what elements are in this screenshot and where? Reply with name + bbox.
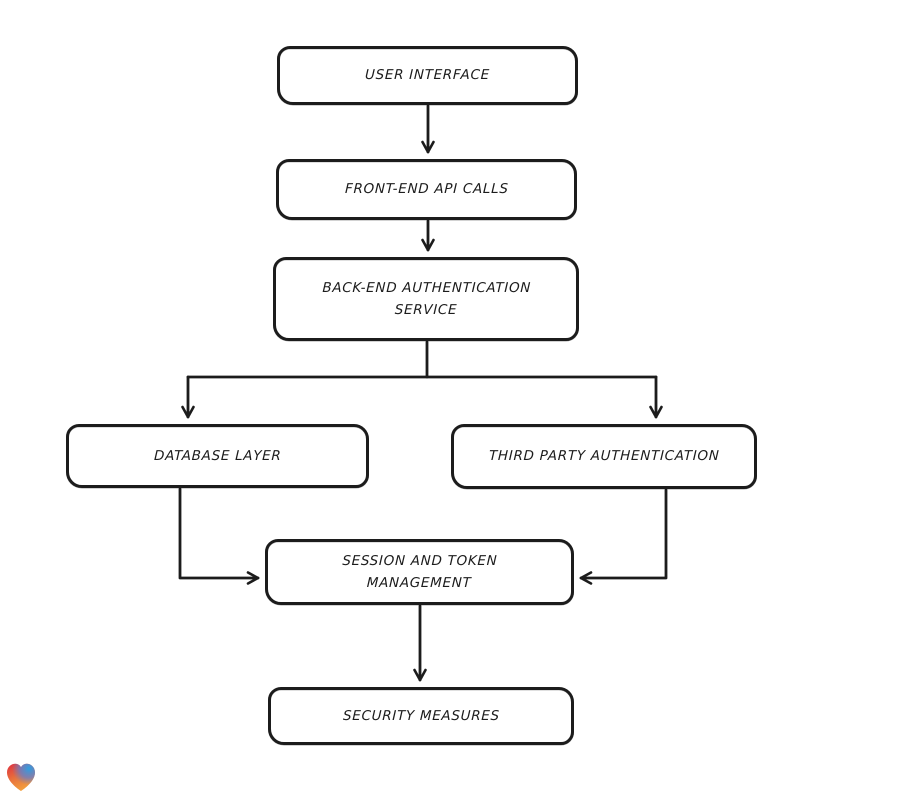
edge-database-to-session [178,487,260,585]
node-label: SECURITY MEASURES [342,707,500,724]
node-label: THIRD PARTY AUTHENTICATION [488,448,720,465]
edge-thirdparty-to-session [579,488,668,585]
node-label: DATABASE LAYER [153,447,282,464]
node-security-measures[interactable]: SECURITY MEASURES [268,687,574,745]
node-label: SESSION AND TOKEN MANAGEMENT [342,552,498,591]
node-label: USER INTERFACE [364,67,491,84]
node-third-party-authentication[interactable]: THIRD PARTY AUTHENTICATION [451,424,757,489]
node-label: BACK-END AUTHENTICATION SERVICE [321,279,532,318]
node-database-layer[interactable]: DATABASE LAYER [66,424,369,488]
node-front-end-api-calls[interactable]: FRONT-END API CALLS [276,159,577,220]
gradient-heart-icon [7,763,35,791]
node-label: FRONT-END API CALLS [344,181,509,198]
node-back-end-authentication-service[interactable]: BACK-END AUTHENTICATION SERVICE [273,257,579,341]
node-session-and-token-management[interactable]: SESSION AND TOKEN MANAGEMENT [265,539,574,605]
node-user-interface[interactable]: USER INTERFACE [277,46,578,105]
